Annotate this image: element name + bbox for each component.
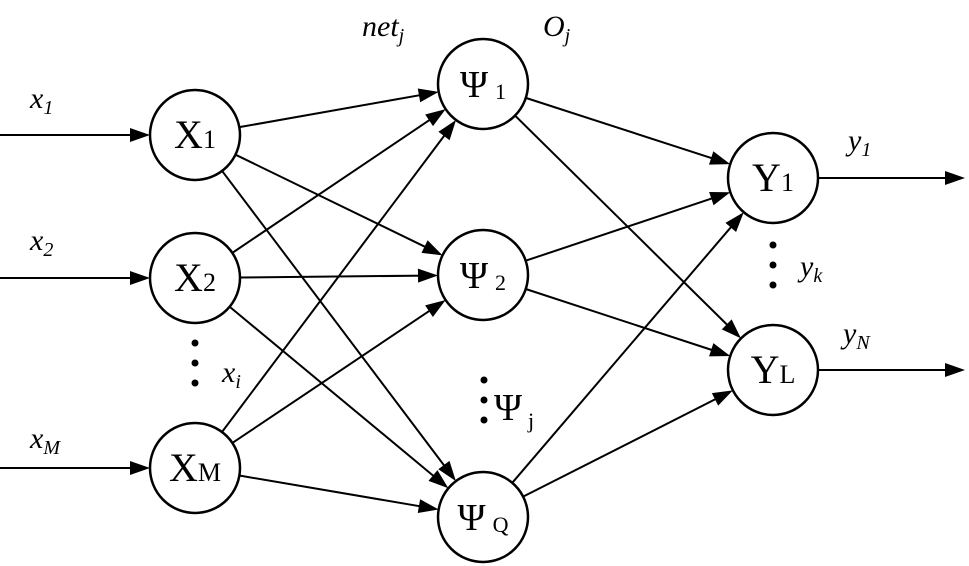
generic-output-label: yk bbox=[797, 250, 823, 287]
generic-input-label: xi bbox=[221, 356, 241, 393]
arrowhead-psi1-y1 bbox=[709, 151, 731, 165]
connection-x2-psi2 bbox=[239, 274, 427, 279]
connection-x1-psi1 bbox=[239, 92, 428, 129]
input-node-x2: X2 bbox=[148, 231, 242, 325]
arrowhead-x2-psi1 bbox=[425, 109, 446, 127]
arrowhead-psiQ-y1 bbox=[725, 212, 744, 232]
connection-x2-psiQ bbox=[228, 305, 440, 482]
net-input-label: netj bbox=[362, 10, 405, 47]
connection-psi1-yL bbox=[514, 114, 734, 331]
output-node-circle bbox=[726, 323, 820, 417]
input-node-circle bbox=[148, 231, 242, 325]
output-arrowhead-y1 bbox=[945, 171, 965, 185]
arrowhead-psiQ-yL bbox=[711, 390, 733, 406]
output-node-circle bbox=[726, 131, 820, 225]
arrowhead-x2-psi2 bbox=[417, 268, 439, 283]
input-node-circle bbox=[148, 88, 242, 182]
input-ellipsis bbox=[191, 339, 199, 387]
output-node-y1: Y1 bbox=[726, 131, 820, 225]
input-signal-label-x2: x2 bbox=[29, 224, 53, 261]
connection-psi1-y1 bbox=[525, 96, 720, 162]
input-signal-label-x1: x1 bbox=[29, 82, 53, 119]
output-node-yL: YL bbox=[726, 323, 820, 417]
arrowhead-x1-psi1 bbox=[417, 88, 439, 103]
connection-psiQ-y1 bbox=[511, 220, 737, 484]
connection-psi2-y1 bbox=[525, 195, 720, 262]
input-node-label: X2 bbox=[174, 255, 216, 300]
connection-xM-psi2 bbox=[231, 305, 437, 444]
arrowhead-xM-psi1 bbox=[438, 120, 456, 141]
input-node-xM: XM bbox=[148, 421, 242, 515]
connection-x1-psi2 bbox=[235, 153, 433, 251]
input-arrowhead-x1 bbox=[130, 128, 150, 142]
output-node-label: Y1 bbox=[752, 155, 794, 200]
hidden-ellipsis bbox=[480, 376, 488, 424]
connection-layer bbox=[221, 88, 744, 513]
arrowhead-x1-psi2 bbox=[421, 240, 443, 256]
arrowhead-xM-psiQ bbox=[417, 499, 439, 513]
hidden-node-circle bbox=[436, 228, 530, 322]
output-node-label: YL bbox=[751, 347, 796, 392]
hidden-node-circle bbox=[436, 37, 530, 131]
connection-psiQ-yL bbox=[522, 394, 723, 498]
input-node-x1: X1 bbox=[148, 88, 242, 182]
output-arrowhead-yL bbox=[945, 363, 965, 377]
connection-xM-psiQ bbox=[239, 474, 427, 509]
output-ellipsis bbox=[769, 241, 777, 289]
arrowhead-psi1-yL bbox=[721, 319, 741, 339]
hidden-output-label: Oj bbox=[543, 10, 571, 47]
input-arrowhead-x2 bbox=[130, 271, 150, 285]
output-signal-label-yN: yN bbox=[840, 317, 871, 354]
connection-psi2-yL bbox=[525, 288, 720, 354]
input-node-label: X1 bbox=[174, 112, 216, 157]
input-node-label: XM bbox=[169, 445, 221, 490]
connection-x2-psi1 bbox=[231, 115, 437, 254]
input-signal-label-xM: xM bbox=[29, 422, 61, 459]
input-node-circle bbox=[148, 421, 242, 515]
io-arrow-layer bbox=[0, 128, 965, 475]
arrowhead-x1-psiQ bbox=[438, 460, 456, 482]
input-arrowhead-xM bbox=[130, 461, 150, 475]
output-signal-label-y1: y1 bbox=[845, 124, 871, 161]
arrowhead-xM-psi2 bbox=[425, 300, 446, 318]
arrowhead-psi2-yL bbox=[709, 343, 731, 357]
connection-xM-psi1 bbox=[221, 129, 450, 433]
arrowhead-x2-psiQ bbox=[428, 470, 449, 489]
connection-x1-psiQ bbox=[221, 170, 450, 473]
hidden-node-circle bbox=[436, 470, 530, 564]
arrowhead-psi2-y1 bbox=[709, 191, 731, 206]
